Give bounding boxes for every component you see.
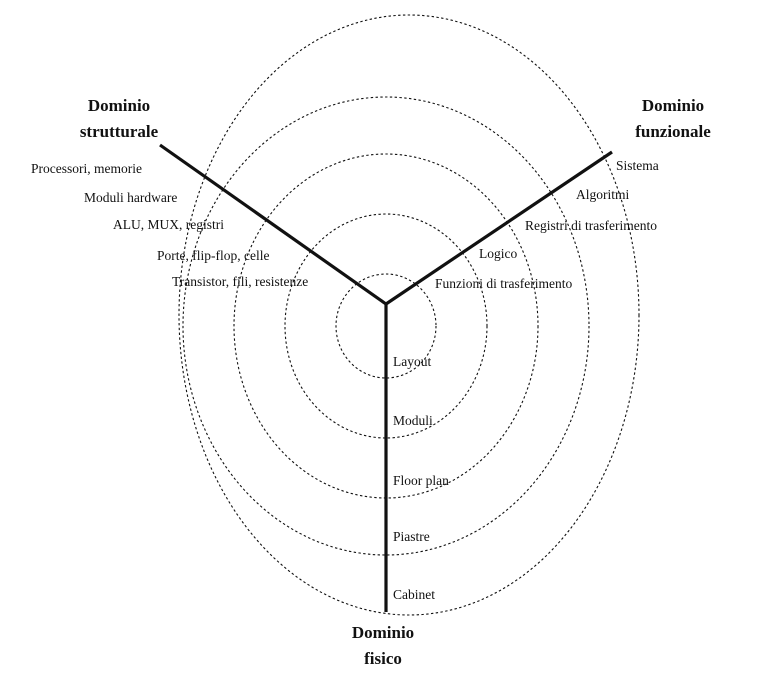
- ring-4: [182, 96, 590, 556]
- structural-axis: [159, 143, 387, 306]
- domain-title-functional-line1: Dominio: [641, 96, 705, 115]
- physical-level-label: Layout: [393, 354, 432, 369]
- structural-level-label: ALU, MUX, registri: [113, 217, 224, 232]
- physical-level-label: Floor plan: [393, 473, 449, 488]
- physical-level-label: Cabinet: [393, 587, 435, 602]
- domain-title-structural: Dominio strutturale: [64, 93, 174, 145]
- structural-level-label: Moduli hardware: [84, 190, 178, 205]
- domain-title-structural-line1: Dominio: [87, 96, 151, 115]
- structural-level-label: Transistor, fili, resistenze: [172, 274, 309, 289]
- structural-level-label: Porte, flip-flop, celle: [157, 248, 270, 263]
- functional-level-label: Sistema: [616, 158, 659, 173]
- domain-title-functional: Dominio funzionale: [618, 93, 728, 145]
- ring-2: [284, 213, 488, 439]
- ring-1: [335, 273, 437, 379]
- ring-5: [178, 14, 640, 616]
- functional-level-label: Funzioni di trasferimento: [435, 276, 573, 291]
- domain-title-physical-line2: fisico: [364, 649, 402, 668]
- domain-title-structural-line2: strutturale: [79, 122, 159, 141]
- domain-title-physical: Dominio fisico: [328, 620, 438, 672]
- functional-axis: [385, 150, 613, 306]
- structural-level-label: Processori, memorie: [31, 161, 142, 176]
- functional-level-label: Algoritmi: [576, 187, 630, 202]
- functional-level-label: Registri di trasferimento: [525, 218, 657, 233]
- physical-level-label: Moduli: [393, 413, 433, 428]
- physical-level-label: Piastre: [393, 529, 430, 544]
- domain-title-functional-line2: funzionale: [635, 122, 711, 141]
- domain-title-physical-line1: Dominio: [351, 623, 415, 642]
- functional-level-label: Logico: [479, 246, 518, 261]
